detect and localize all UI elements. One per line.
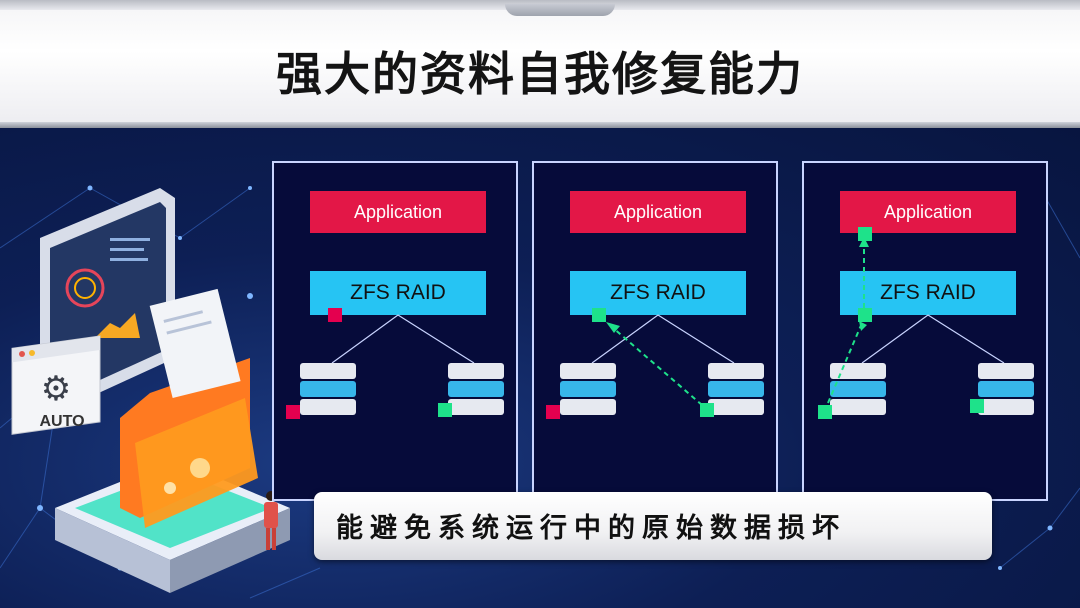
bad-block — [546, 405, 560, 419]
disk-stack-icon — [448, 363, 504, 415]
folder-icon — [120, 288, 258, 528]
application-box: Application — [310, 191, 486, 233]
page-title: 强大的资料自我修复能力 — [276, 47, 804, 101]
good-block — [438, 403, 452, 417]
panel-3-graphic — [818, 227, 1034, 419]
good-block — [858, 227, 872, 241]
diagram-stage: ⚙ AUTO Application ZFS RAID — [0, 128, 1080, 608]
good-block — [970, 399, 984, 413]
disk-stack-icon — [978, 363, 1034, 415]
panel-3: Application ZFS RAID — [802, 161, 1048, 501]
header-notch — [505, 4, 615, 16]
disk-stack-icon — [708, 363, 764, 415]
panel-1: Application ZFS RAID — [272, 161, 518, 501]
panel-2-graphic — [546, 308, 764, 419]
good-block — [700, 403, 714, 417]
disk-stack-icon — [560, 363, 616, 415]
disk-stack-icon — [830, 363, 886, 415]
zfs-raid-box: ZFS RAID — [310, 271, 486, 315]
gear-icon: ⚙ — [41, 369, 71, 409]
disk-stack-icon — [300, 363, 356, 415]
panel-2: Application ZFS RAID — [532, 161, 778, 501]
good-block — [858, 308, 872, 322]
good-block — [818, 405, 832, 419]
caption-banner: 能避免系统运行中的原始数据损坏 — [314, 492, 992, 560]
zfs-raid-box: ZFS RAID — [840, 271, 1016, 315]
title-header: 强大的资料自我修复能力 — [0, 0, 1080, 128]
panel-1-graphic — [286, 308, 504, 419]
auto-label: AUTO — [39, 413, 84, 430]
application-box: Application — [840, 191, 1016, 233]
caption-text: 能避免系统运行中的原始数据损坏 — [336, 513, 846, 544]
illustration: ⚙ AUTO — [11, 188, 300, 593]
auto-window: ⚙ AUTO — [11, 335, 101, 435]
repair-path — [611, 326, 703, 406]
repair-path — [827, 322, 863, 404]
zfs-raid-box: ZFS RAID — [570, 271, 746, 315]
application-box: Application — [570, 191, 746, 233]
bad-block — [286, 405, 300, 419]
good-block — [592, 308, 606, 322]
bad-block — [328, 308, 342, 322]
header-underline — [0, 122, 1080, 128]
